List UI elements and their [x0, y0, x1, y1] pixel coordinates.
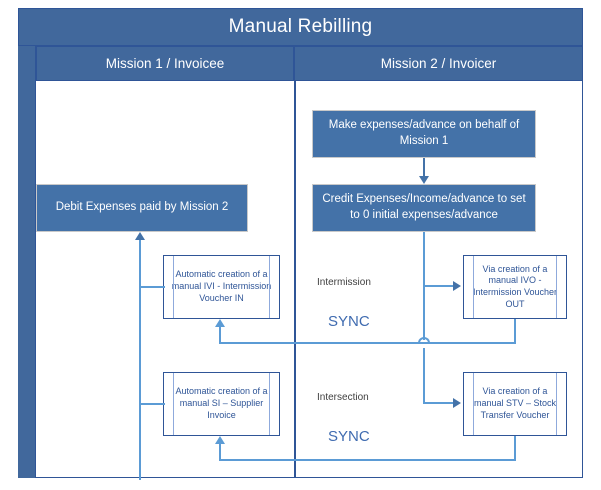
node-stv-label: Via creation of a manual STV – Stock Tra…	[473, 386, 557, 420]
node-si-label: Automatic creation of a manual SI – Supp…	[175, 386, 268, 420]
label-sync-top: SYNC	[328, 313, 370, 330]
label-sync-bottom: SYNC	[328, 428, 370, 445]
arrowhead-into-stv	[453, 398, 461, 408]
arrowhead-make-to-credit	[419, 176, 429, 184]
connector-line-hop-top	[418, 337, 430, 344]
swimlane-left-band	[18, 8, 36, 478]
diagram-title: Manual Rebilling	[18, 8, 583, 46]
arrowhead-into-si	[215, 436, 225, 444]
connector-stv-down	[514, 436, 516, 461]
node-debit-expenses[interactable]: Debit Expenses paid by Mission 2	[36, 184, 248, 232]
node-si-supplier-invoice[interactable]: Automatic creation of a manual SI – Supp…	[163, 372, 280, 436]
node-credit-expenses[interactable]: Credit Expenses/Income/advance to set to…	[312, 184, 536, 232]
connector-sync-top-riser	[219, 327, 221, 343]
node-ivi-label: Automatic creation of a manual IVI - Int…	[171, 269, 272, 303]
connector-to-stv	[423, 402, 455, 404]
lane-bottom-rule	[36, 477, 583, 478]
arrowhead-into-ivo	[453, 281, 461, 291]
connector-ivo-down	[514, 319, 516, 344]
connector-riser-to-ivi	[139, 286, 165, 288]
arrowhead-into-debit-expenses	[135, 232, 145, 240]
node-make-expenses[interactable]: Make expenses/advance on behalf of Missi…	[312, 110, 536, 158]
node-ivo-intermission-voucher-out[interactable]: Via creation of a manual IVO - Intermiss…	[463, 255, 567, 319]
connector-sync-bottom-horizontal	[219, 459, 516, 461]
connector-left-riser	[139, 240, 141, 480]
arrowhead-into-ivi	[215, 319, 225, 327]
node-stv-stock-transfer-voucher[interactable]: Via creation of a manual STV – Stock Tra…	[463, 372, 567, 436]
connector-sync-bottom-riser	[219, 444, 221, 460]
connector-credit-down-long-2	[423, 348, 425, 403]
lane-header-mission-2: Mission 2 / Invoicer	[294, 46, 583, 81]
connector-credit-right-to-ivo	[423, 285, 455, 287]
lane-divider	[294, 81, 296, 478]
node-ivi-intermission-voucher-in[interactable]: Automatic creation of a manual IVI - Int…	[163, 255, 280, 319]
node-ivo-label: Via creation of a manual IVO - Intermiss…	[472, 263, 558, 309]
label-intermission: Intermission	[317, 277, 371, 288]
lane-header-mission-1: Mission 1 / Invoicee	[36, 46, 294, 81]
connector-make-to-credit	[423, 158, 425, 178]
connector-sync-top-horizontal	[219, 342, 516, 344]
connector-credit-down-long	[423, 232, 425, 340]
label-intersection: Intersection	[317, 392, 369, 403]
connector-riser-to-si	[139, 403, 165, 405]
